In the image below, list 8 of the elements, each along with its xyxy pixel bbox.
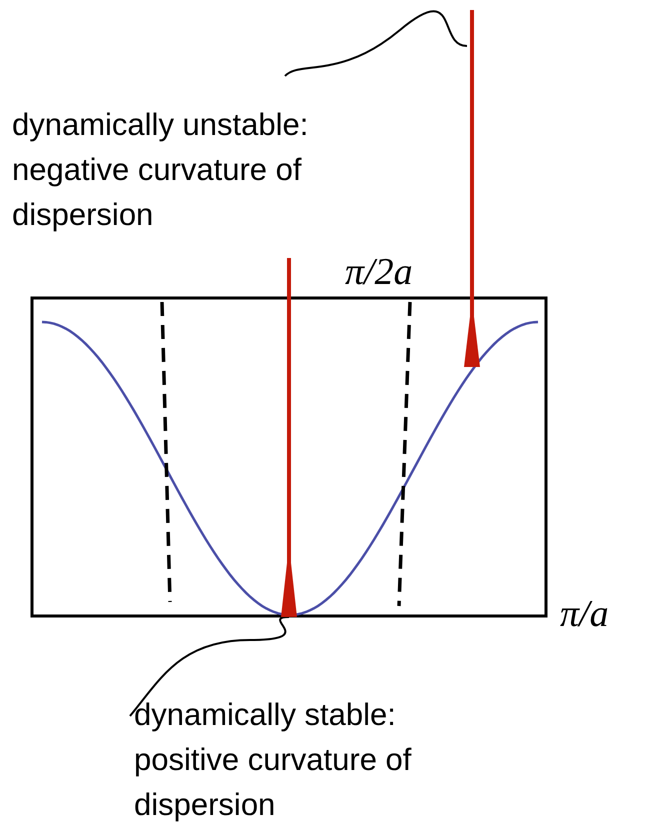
- annotation-text: dynamically stable: positive curvature of dispersion: [134, 692, 504, 827]
- leader-line: [284, 10, 468, 77]
- axis-label: π/2a: [345, 250, 413, 294]
- marker-needle: [280, 258, 298, 617]
- annotation-text: dynamically unstable: negative curvature of dispersion: [12, 102, 432, 237]
- marker-needle: [462, 10, 482, 367]
- leader-line: [129, 616, 290, 717]
- axis-label: π/a: [560, 592, 609, 636]
